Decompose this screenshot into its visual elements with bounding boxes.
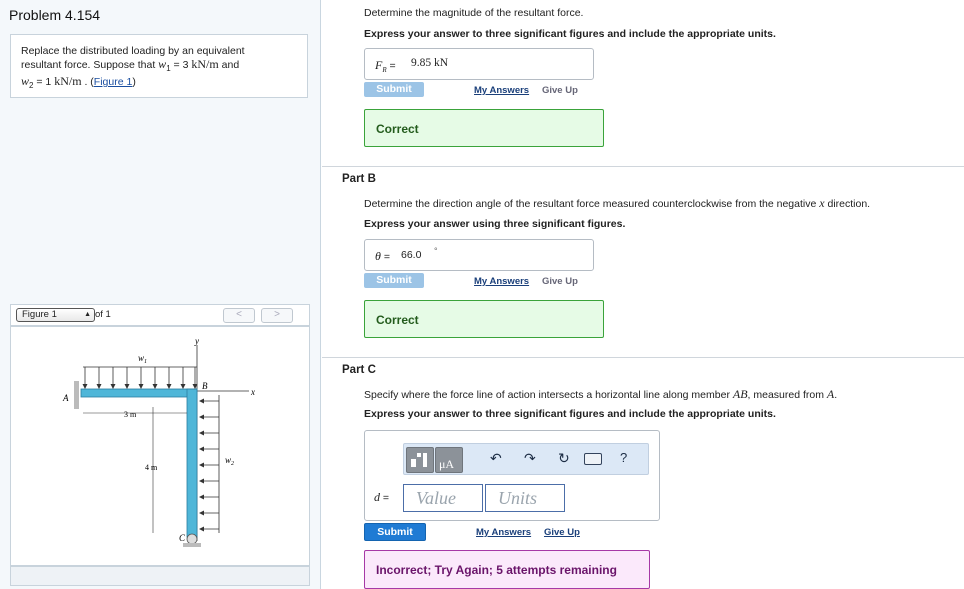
part-c-feedback: Incorrect; Try Again; 5 attempts remaini… bbox=[364, 550, 650, 589]
part-a-answer-box: FR = 9.85 kN bbox=[364, 48, 594, 80]
label-a: A bbox=[62, 393, 69, 403]
figure-footer bbox=[10, 566, 310, 586]
updown-arrows-icon: ▲ bbox=[84, 311, 91, 318]
part-c-question: Specify where the force line of action i… bbox=[364, 387, 838, 401]
divider-a-b bbox=[322, 166, 964, 167]
problem-panel: Problem 4.154 Replace the distributed lo… bbox=[0, 0, 321, 589]
problem-statement: Replace the distributed loading by an eq… bbox=[10, 34, 308, 98]
figure-next-button[interactable]: > bbox=[261, 308, 293, 323]
part-b-give-up-link[interactable]: Give Up bbox=[542, 276, 578, 287]
figure-count: of 1 bbox=[95, 309, 111, 320]
member-ab bbox=[80, 388, 198, 398]
units-button[interactable]: μA bbox=[435, 447, 463, 473]
templates-button[interactable] bbox=[406, 447, 434, 473]
figure-select[interactable]: Figure 1 ▲ bbox=[16, 308, 95, 322]
label-3m: 3 m bbox=[124, 410, 137, 419]
pin-support bbox=[186, 533, 198, 545]
part-a-question: Determine the magnitude of the resultant… bbox=[364, 7, 584, 19]
value-input[interactable]: Value bbox=[403, 484, 483, 512]
help-icon[interactable]: ? bbox=[620, 450, 628, 465]
label-w2: w2 bbox=[225, 455, 234, 467]
part-a-give-up-link[interactable]: Give Up bbox=[542, 85, 578, 96]
part-c-header: Part C bbox=[342, 364, 376, 376]
problem-title: Problem 4.154 bbox=[9, 7, 101, 23]
templates-icon bbox=[411, 453, 427, 467]
load-arrowheads-w1 bbox=[82, 384, 198, 389]
label-b: B bbox=[202, 381, 208, 391]
part-b-header: Part B bbox=[342, 173, 376, 185]
undo-icon[interactable]: ↶ bbox=[490, 450, 502, 466]
label-4m: 4 m bbox=[145, 463, 158, 472]
reset-icon[interactable]: ↻ bbox=[558, 450, 570, 466]
part-a-answer-value: 9.85 kN bbox=[411, 57, 449, 69]
units-input[interactable]: Units bbox=[485, 484, 565, 512]
divider-b-c bbox=[322, 357, 964, 358]
figure-toolbar: Figure 1 ▲ of 1 < > bbox=[10, 304, 310, 326]
part-a-submit-button[interactable]: Submit bbox=[364, 82, 424, 97]
part-b-question: Determine the direction angle of the res… bbox=[364, 196, 871, 210]
member-bc bbox=[186, 388, 198, 538]
part-c-my-answers-link[interactable]: My Answers bbox=[476, 527, 532, 538]
figure-prev-button[interactable]: < bbox=[223, 308, 255, 323]
part-c-instruction: Express your answer to three significant… bbox=[364, 408, 776, 420]
label-x: x bbox=[250, 387, 255, 397]
part-b-instruction: Express your answer using three signific… bbox=[364, 218, 626, 230]
label-w1: w1 bbox=[138, 353, 147, 365]
part-b-submit-button[interactable]: Submit bbox=[364, 273, 424, 288]
part-b-answer-box: θ = 66.0 ° bbox=[364, 239, 594, 271]
figure-viewer: w1 w2 y x A B C 3 m 4 m bbox=[10, 326, 310, 566]
figure-link[interactable]: Figure 1 bbox=[93, 76, 133, 89]
wall-support bbox=[74, 381, 79, 409]
part-c-submit-button[interactable]: Submit bbox=[364, 523, 426, 541]
part-c-answer-box: μA ↶ ↷ ↻ ? d = Value Units bbox=[364, 430, 660, 521]
part-a-instruction: Express your answer to three significant… bbox=[364, 28, 776, 40]
part-c-give-up-link[interactable]: Give Up bbox=[544, 527, 580, 538]
load-arrowheads-w2 bbox=[199, 398, 204, 532]
part-b-feedback: Correct bbox=[364, 300, 604, 338]
ground bbox=[183, 543, 201, 547]
part-b-my-answers-link[interactable]: My Answers bbox=[474, 276, 530, 287]
redo-icon[interactable]: ↷ bbox=[524, 450, 536, 466]
degree-unit: ° bbox=[434, 246, 438, 256]
part-c-answer-label: d = bbox=[374, 490, 390, 504]
load-arrows-w1 bbox=[84, 367, 196, 387]
keyboard-icon[interactable] bbox=[584, 453, 602, 465]
math-toolbar: μA ↶ ↷ ↻ ? bbox=[403, 443, 649, 475]
part-a-my-answers-link[interactable]: My Answers bbox=[474, 85, 530, 96]
part-b-answer-value: 66.0 bbox=[401, 249, 422, 261]
beam-figure: w1 w2 y x A B C 3 m 4 m bbox=[62, 336, 255, 547]
label-y: y bbox=[194, 336, 199, 346]
part-a-feedback: Correct bbox=[364, 109, 604, 147]
label-c: C bbox=[179, 533, 186, 543]
